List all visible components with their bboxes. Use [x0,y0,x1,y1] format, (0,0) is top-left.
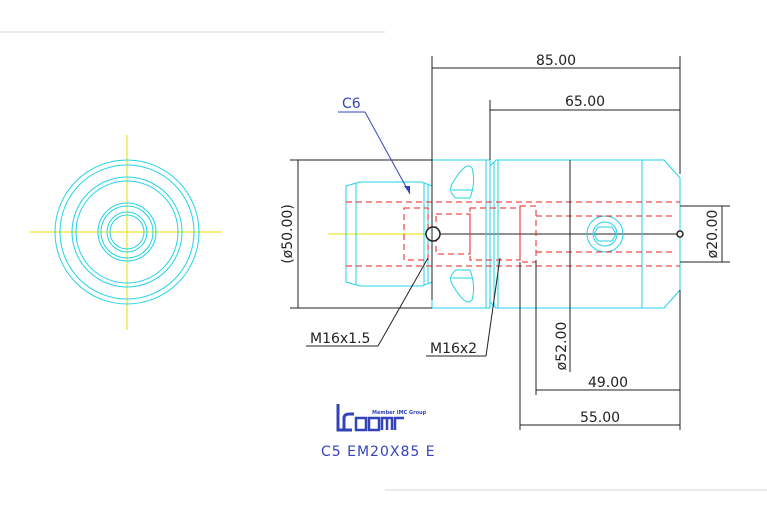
nut-inner-circle [75,180,179,284]
dimensions: 85.00 65.00 (ø50.00) ø20.00 ø52.00 49.00… [280,53,730,430]
stop-pin [425,226,441,242]
hidden-thread-4 [519,205,537,263]
shank-end-point [676,230,684,238]
chamfer-circle [59,164,195,300]
callout-thread-1: M16x1.5 [310,331,370,347]
dim-body-length: 65.00 [565,94,605,110]
side-view [328,159,684,309]
product-code: C5 EM20X85 E [321,444,436,460]
callout-c6: C6 [342,96,361,112]
set-screw-outer [586,215,624,253]
hidden-thread-2 [435,213,471,255]
leader-thread-2 [485,257,501,357]
brand-block: Member IMC Group C5 EM20X85 E [321,404,436,460]
dim-overall-length: 85.00 [536,53,576,69]
nut-circle [71,176,183,288]
drawing-frame [0,31,767,491]
dim-body-diameter: ø52.00 [554,322,570,371]
dim-nose-diameter: (ø50.00) [280,204,296,264]
wrench-slot-bottom [450,269,475,303]
dim-shank-diameter: ø20.00 [705,210,721,259]
leader-c6 [364,111,411,195]
leader-c6-arrow [404,186,410,194]
thread-inner-circle [109,214,145,250]
dim-length-55: 55.00 [580,410,620,426]
bore-circle [97,202,157,262]
brand-logo: Member IMC Group [336,404,427,432]
dim-length-49: 49.00 [588,375,628,391]
set-screw-inner [592,221,618,247]
wrench-slot-top [450,165,475,199]
leader-thread-1 [377,257,429,347]
logo-tagline: Member IMC Group [372,410,427,416]
bore-inner-circle [100,205,154,259]
end-view [30,135,222,330]
callouts: C6 M16x1.5 M16x2 [306,96,501,357]
outer-diameter-circle [54,159,200,305]
callout-thread-2: M16x2 [430,341,477,357]
thread-outer-circle [106,211,148,253]
set-screw-hex [593,226,617,242]
